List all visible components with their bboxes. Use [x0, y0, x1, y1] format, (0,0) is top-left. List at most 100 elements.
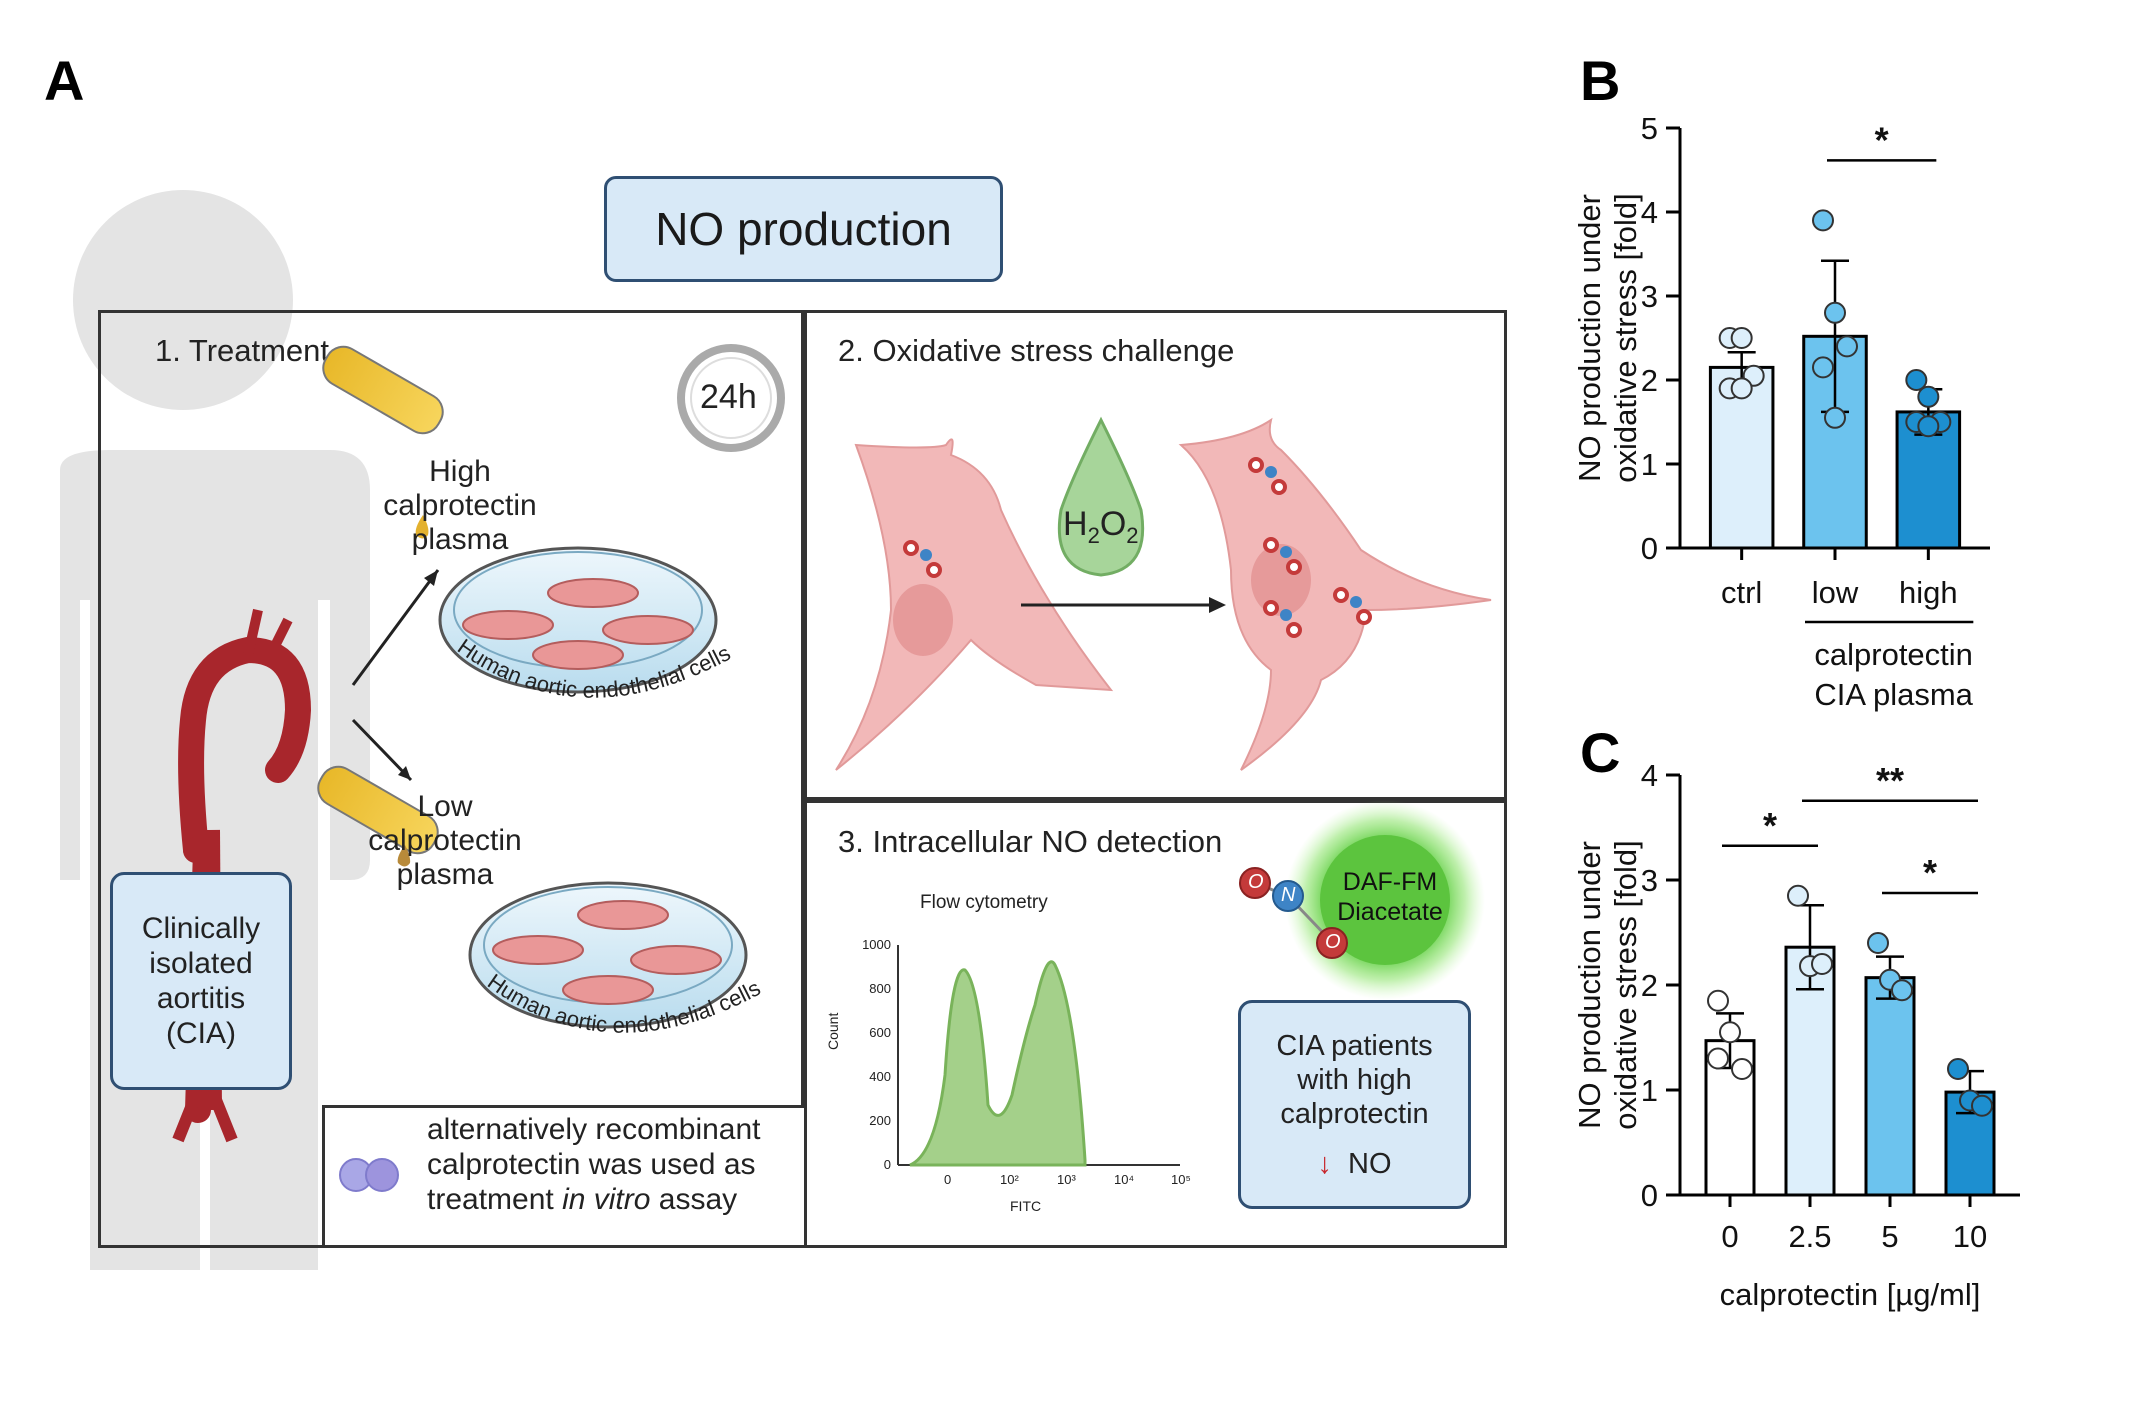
chart-c-data-point [1719, 1021, 1741, 1044]
chart-b-data-point [1812, 209, 1834, 232]
recombinant-line-2: calprotectin was used as [427, 1148, 756, 1181]
h2o2-o: O [1099, 505, 1127, 543]
cia-line-1: Clinically [141, 912, 261, 945]
down-arrow-icon: ↓ [1317, 1147, 1332, 1180]
step2-label: 2. Oxidative stress challenge [838, 333, 1235, 368]
chart-c-data-point [1707, 1047, 1729, 1070]
flow-ytick-4: 800 [869, 981, 891, 996]
chart-c-data-point [1891, 979, 1913, 1002]
cia-patients-box: CIA patients with high calprotectin ↓ NO [1238, 1000, 1471, 1209]
chart-c-xlabel: calprotectin [µg/ml] [1720, 1277, 1981, 1312]
recombinant-protein-icon [339, 1158, 399, 1192]
daf-line-1: DAF-FM [1342, 868, 1438, 896]
chart-b-data-point [1917, 415, 1940, 438]
chart-c-ylabel: NO production underoxidative stress [fol… [1572, 840, 1643, 1129]
cia-patients-line-2: with high [1297, 1063, 1412, 1096]
chart-b-data-point [1730, 327, 1753, 349]
flow-yticks: 0 200 400 600 800 1000 [835, 925, 891, 1175]
oxidative-stress-illustration [835, 416, 1492, 771]
flow-ytick-1: 200 [869, 1113, 891, 1128]
flow-ytick-0: 0 [883, 1157, 891, 1172]
chart-b-data-point [1812, 356, 1834, 379]
chart-b-data-point [1917, 385, 1940, 408]
chart-c-data-point [1971, 1094, 1993, 1117]
cia-box: Clinically isolated aortitis (CIA) [110, 872, 292, 1090]
no-molecule-small-icon [903, 540, 942, 578]
chart-b-ytick-label: 0 [1641, 531, 1658, 566]
flow-xticks: 0 10² 10³ 10⁴ 10⁵ [900, 1172, 1200, 1192]
flow-xtick-1: 10² [1000, 1172, 1019, 1187]
mol-label-n: N [1281, 884, 1296, 906]
dish-labels: Human aortic endothelial cells Human aor… [453, 634, 764, 1038]
cia-line-4: (CIA) [166, 1017, 236, 1050]
chart-c-ytick-label: 2 [1641, 968, 1658, 1003]
low-plasma-dish-icon [468, 881, 748, 1029]
daf-fm-label: DAF-FM Diacetate [1325, 867, 1455, 927]
chart-c-significance-label: * [1923, 852, 1937, 893]
daf-fm-probe-icon [1239, 800, 1485, 1000]
low-plasma-line-2: calprotectin [368, 824, 522, 857]
chart-b-data-point [1824, 301, 1846, 324]
endothelial-cell-icon [835, 438, 1114, 771]
chart-b-group-label-2: CIA plasma [1814, 677, 1973, 712]
chart-c-category-label: 0 [1721, 1219, 1738, 1254]
chart-b-data-point [1905, 369, 1928, 391]
svg-text:Human aortic endothelial cells: Human aortic endothelial cells [483, 969, 764, 1038]
chart-c-category-label: 5 [1881, 1219, 1898, 1254]
high-plasma-line-2: calprotectin [383, 489, 537, 522]
high-plasma-line-1: High [429, 455, 491, 488]
mol-label-o1: O [1248, 871, 1264, 893]
chart-b-ylabel-line: NO production under [1572, 194, 1607, 482]
chart-c-ytick-label: 4 [1641, 760, 1658, 793]
panel-letter-c: C [1580, 721, 1621, 784]
high-plasma-dish-icon [438, 546, 718, 694]
h2o2-sub-2: 2 [1126, 522, 1139, 548]
recombinant-text-b: assay [650, 1183, 738, 1216]
chart-c-data-point [1707, 989, 1729, 1012]
h2o2-droplet-icon [1057, 416, 1145, 577]
flow-xtick-2: 10³ [1057, 1172, 1076, 1187]
chart-b-ytick-label: 1 [1641, 447, 1658, 482]
dish-label-high: Human aortic endothelial cells [453, 634, 734, 703]
cia-patients-line-3: calprotectin [1280, 1097, 1429, 1130]
panel-letter-b: B [1580, 49, 1621, 112]
chart-b-data-point [1730, 377, 1753, 400]
step1-label: 1. Treatment [155, 333, 330, 368]
chart-b-data-point [1836, 335, 1858, 358]
chart-c-data-point [1947, 1058, 1969, 1080]
low-plasma-line-3: plasma [396, 858, 494, 891]
h2o2-label: H2O2 [1063, 505, 1139, 549]
dish-label-low: Human aortic endothelial cells [483, 969, 764, 1038]
chart-c-bar [1864, 976, 1916, 1197]
chart-c-category-label: 2.5 [1788, 1219, 1831, 1254]
flow-xtick-4: 10⁵ [1171, 1172, 1191, 1187]
no-detection-panel [801, 797, 1507, 1248]
panel-letter-a: A [44, 49, 85, 112]
high-plasma-tube-icon [322, 345, 444, 539]
cia-patients-line-1: CIA patients [1276, 1029, 1433, 1062]
h2o2-sub-1: 2 [1087, 522, 1100, 548]
chart-c-ytick-label: 3 [1641, 863, 1658, 898]
high-plasma-label: High calprotectin plasma [360, 455, 560, 557]
chart-c-significance-label: * [1763, 805, 1777, 846]
low-plasma-label: Low calprotectin plasma [345, 790, 545, 892]
flow-ytick-3: 600 [869, 1025, 891, 1040]
chart-b-ylabel-line: oxidative stress [fold] [1608, 193, 1643, 482]
chart-c-ytick-label: 0 [1641, 1178, 1658, 1213]
chart-c-category-label: 10 [1953, 1219, 1987, 1254]
chart-b-ytick-label: 2 [1641, 363, 1658, 398]
chart-c-significance-label: ** [1876, 760, 1904, 801]
chart-c-ylabel-line: NO production under [1572, 841, 1607, 1129]
recombinant-line-1: alternatively recombinant [427, 1113, 761, 1146]
no-molecule-labels: O N O [1230, 800, 1370, 960]
daf-line-2: Diacetate [1337, 898, 1443, 926]
low-plasma-tube-icon [317, 765, 439, 867]
h2o2-h: H [1063, 505, 1088, 543]
svg-text:Human aortic endothelial cells: Human aortic endothelial cells [453, 634, 734, 703]
chart-b-ytick-label: 4 [1641, 195, 1658, 230]
flow-ytick-2: 400 [869, 1069, 891, 1084]
chart-c-data-point [1787, 884, 1809, 907]
no-molecules-icon [1248, 457, 1372, 638]
